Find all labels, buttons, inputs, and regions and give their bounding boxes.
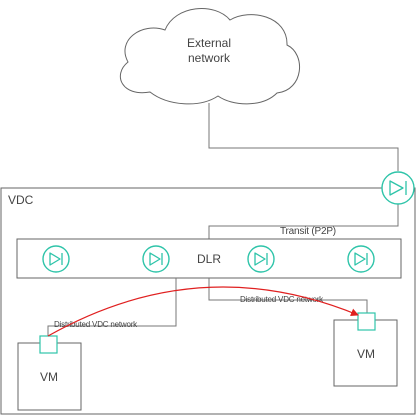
router-icon: [354, 252, 368, 266]
edge-router[interactable]: [381, 171, 415, 205]
left-network-label: Distributed VDC network: [54, 320, 138, 329]
router-icon: [389, 180, 407, 196]
transit-label: Transit (P2P): [280, 226, 336, 237]
dlr-router-1[interactable]: [42, 245, 70, 273]
dlr-label: DLR: [197, 252, 221, 266]
dlr-router-4[interactable]: [347, 245, 375, 273]
dlr-bar: [16, 238, 402, 279]
port-icon[interactable]: [39, 335, 58, 354]
router-icon: [49, 252, 63, 266]
external-network-cloud: External network: [119, 8, 300, 105]
port-icon[interactable]: [357, 312, 376, 331]
router-icon: [254, 252, 268, 266]
right-network-line: [208, 278, 368, 313]
cloud-label-line1: External: [187, 36, 231, 50]
vdc-label: VDC: [8, 193, 34, 207]
transit-line: [208, 204, 399, 239]
dlr-router-3[interactable]: [247, 245, 275, 273]
cloud-label-line2: network: [188, 51, 231, 65]
vm-left-box[interactable]: [17, 342, 82, 411]
left-network-line: [47, 278, 177, 336]
uplink-line: [208, 103, 399, 171]
vm-right-box[interactable]: [333, 319, 398, 387]
router-icon: [149, 252, 163, 266]
right-network-label: Distributed VDC network: [240, 295, 324, 304]
dlr-router-2[interactable]: [142, 245, 170, 273]
vm-left-label: VM: [40, 370, 58, 384]
traffic-flow-arrow: [47, 286, 359, 337]
vm-right-label: VM: [357, 347, 375, 361]
